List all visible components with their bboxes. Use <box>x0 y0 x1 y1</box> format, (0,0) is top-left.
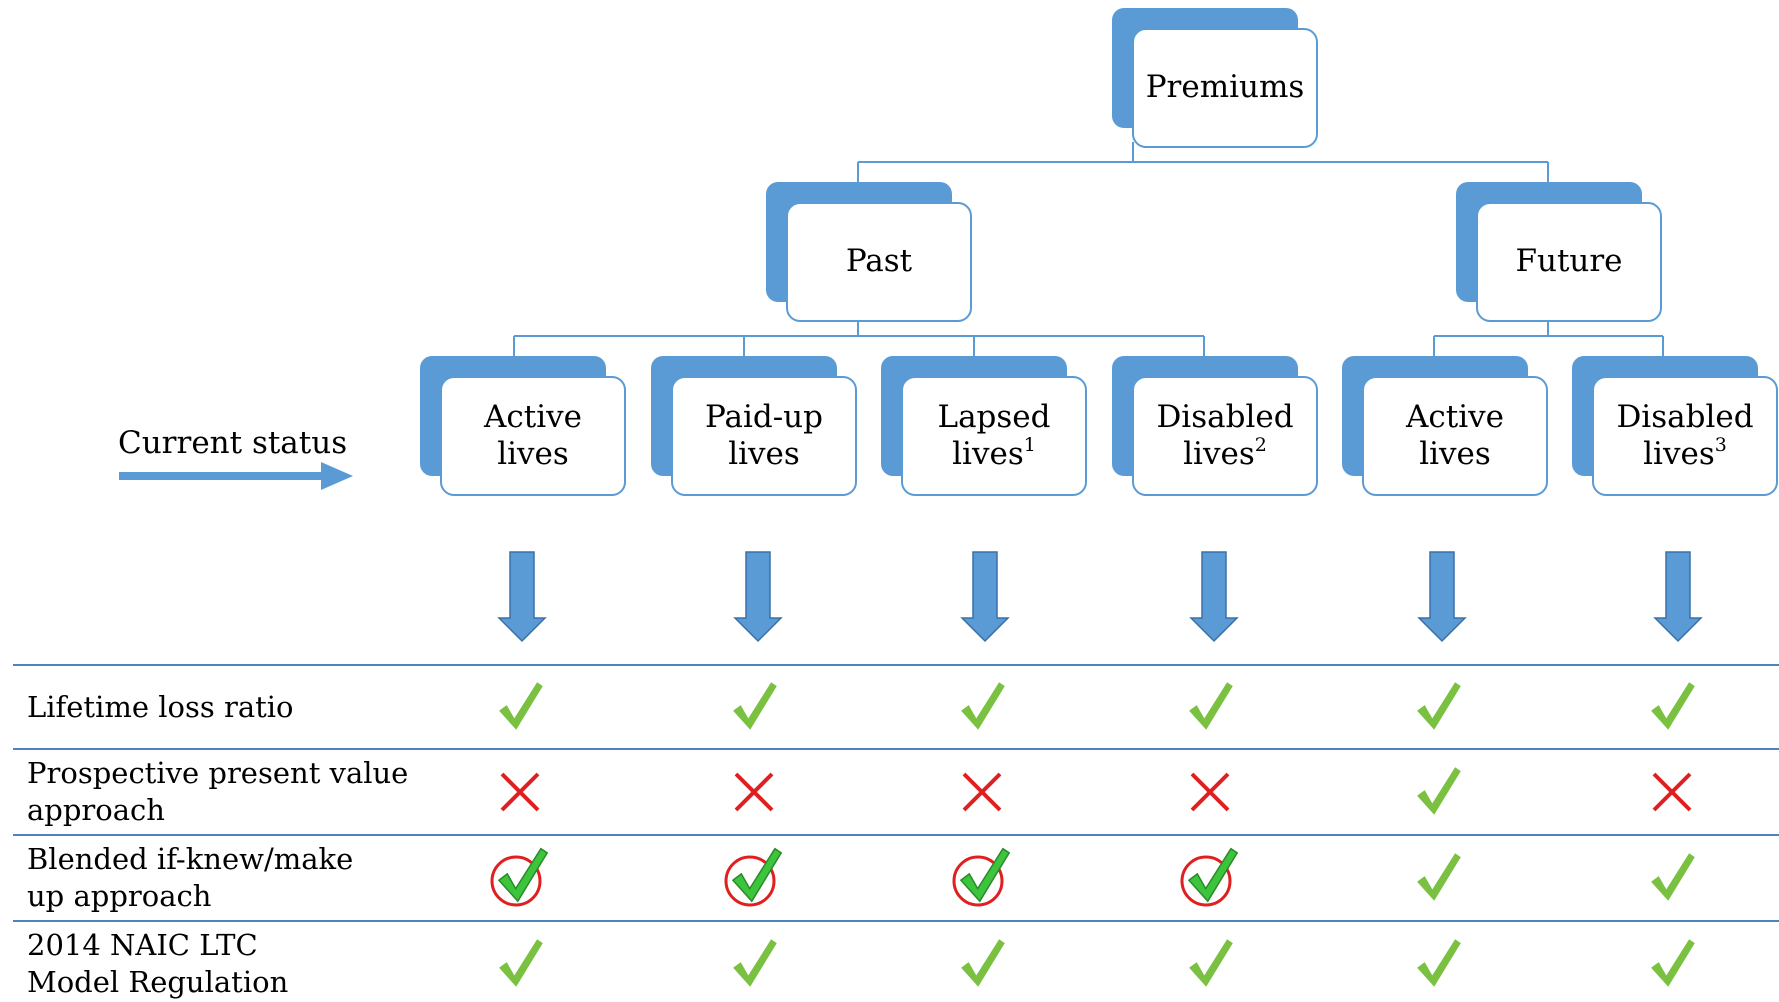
circled-check-icon <box>1180 847 1239 907</box>
node-future: Future <box>1456 182 1662 322</box>
down-arrow-3 <box>960 551 1010 643</box>
check-icon <box>733 939 777 987</box>
current-status-arrow <box>119 462 353 490</box>
cross-icon <box>1190 772 1230 812</box>
cross-icon <box>1652 772 1692 812</box>
check-icon <box>499 682 543 730</box>
down-arrow-2 <box>733 551 783 643</box>
check-icon <box>1417 939 1461 987</box>
down-arrow-4 <box>1189 551 1239 643</box>
cross-icon <box>500 772 540 812</box>
current-status-label: Current status <box>118 425 348 461</box>
check-icon <box>733 682 777 730</box>
check-icon <box>1189 682 1233 730</box>
down-arrow-1 <box>497 551 547 643</box>
cross-icon <box>962 772 1002 812</box>
marks-layer <box>490 682 1695 987</box>
circled-check-icon <box>952 847 1011 907</box>
cross-icon <box>734 772 774 812</box>
row-label-prospective-present-value: Prospective present value approach <box>27 756 409 827</box>
check-icon <box>1417 682 1461 730</box>
check-icon <box>1651 682 1695 730</box>
check-icon <box>1189 939 1233 987</box>
check-icon <box>961 939 1005 987</box>
check-icon <box>499 939 543 987</box>
node-premiums: Premiums <box>1112 8 1318 148</box>
row-label-blended-if-knew: Blended if-knew/make up approach <box>27 842 354 913</box>
circled-check-icon <box>724 847 783 907</box>
check-icon <box>1651 939 1695 987</box>
row-label-naic-ltc-model: 2014 NAIC LTC Model Regulation <box>27 928 289 999</box>
check-icon <box>1651 853 1695 901</box>
down-arrow-5 <box>1417 551 1467 643</box>
check-icon <box>1417 767 1461 815</box>
check-icon <box>1417 853 1461 901</box>
row-label-lifetime-loss-ratio: Lifetime loss ratio <box>27 690 294 724</box>
down-arrow-6 <box>1653 551 1703 643</box>
check-icon <box>961 682 1005 730</box>
circled-check-icon <box>490 847 549 907</box>
node-past: Past <box>766 182 972 322</box>
